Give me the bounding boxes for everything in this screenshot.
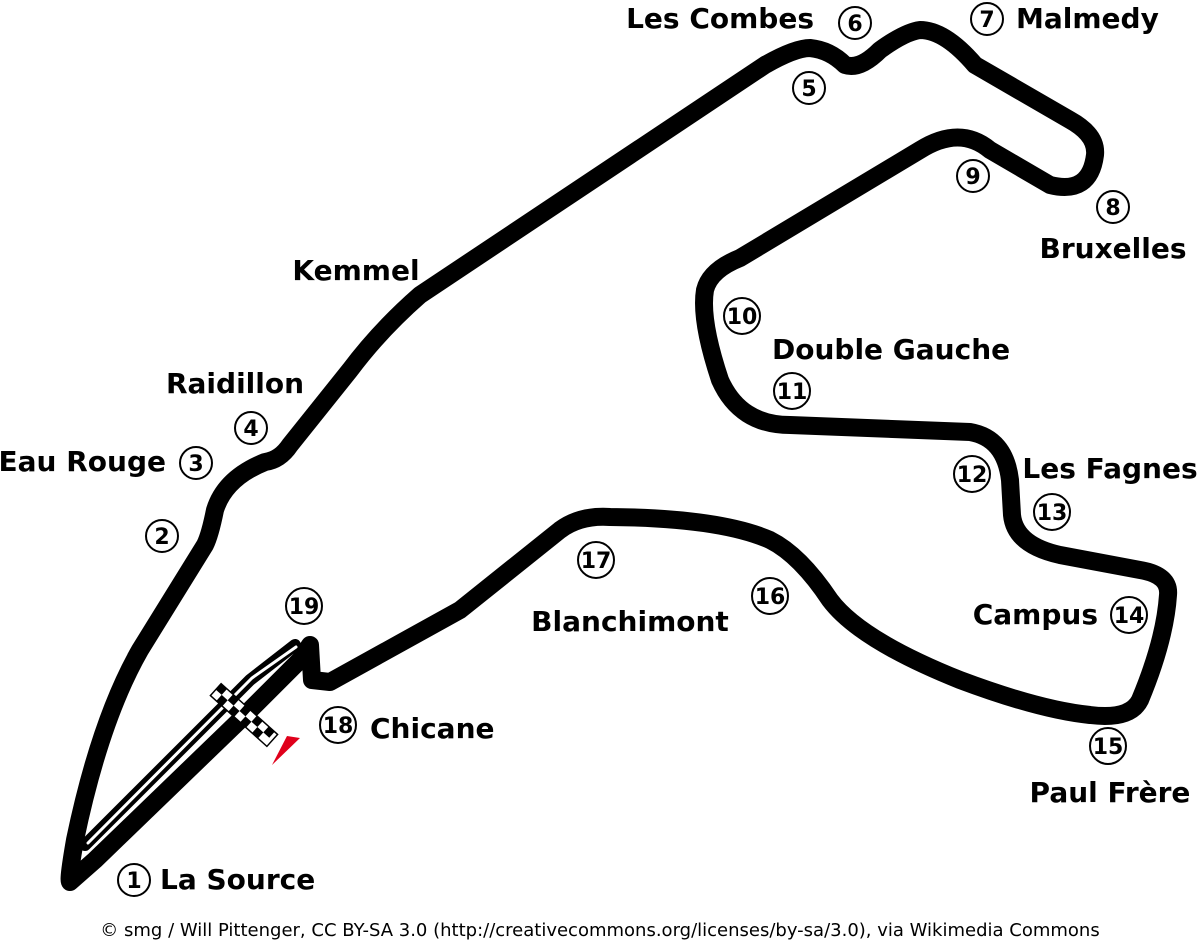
corner-number: 10 [727,305,758,330]
corner-label-les-combes: Les Combes [626,2,814,35]
corner-number: 19 [289,595,320,620]
corner-number: 8 [1105,196,1120,221]
corner-marker-6: 6 [838,6,872,40]
corner-number: 1 [126,869,141,894]
corner-number: 3 [188,452,203,477]
attribution-credit: © smg / Will Pittenger, CC BY-SA 3.0 (ht… [100,920,1099,941]
corner-marker-14: 14 [1110,596,1148,634]
corner-number: 15 [1093,735,1124,760]
corner-number: 9 [965,165,980,190]
corner-label-paul-frere: Paul Frère [1030,776,1191,809]
corner-marker-15: 15 [1089,727,1127,765]
corner-marker-4: 4 [234,411,268,445]
corner-number: 12 [957,463,988,488]
corner-label-campus: Campus [973,598,1098,631]
corner-marker-10: 10 [723,297,761,335]
straight-label-kemmel: Kemmel [292,254,419,287]
corner-label-la-source: La Source [160,863,315,896]
corner-number: 7 [979,8,994,33]
corner-label-bruxelles: Bruxelles [1040,232,1187,265]
corner-label-raidillon: Raidillon [166,367,304,400]
corner-marker-11: 11 [773,372,811,410]
corner-marker-1: 1 [117,863,151,897]
track-outline [60,21,1178,891]
corner-marker-8: 8 [1096,190,1130,224]
corner-marker-17: 17 [577,541,615,579]
start-finish-flag-icon [209,682,279,748]
corner-marker-12: 12 [953,455,991,493]
corner-number: 14 [1114,604,1145,629]
corner-label-malmedy: Malmedy [1016,2,1159,35]
corner-label-les-fagnes: Les Fagnes [1022,452,1197,485]
corner-marker-13: 13 [1033,493,1071,531]
corner-marker-7: 7 [970,2,1004,36]
corner-number: 6 [847,12,862,37]
corner-number: 2 [154,525,169,550]
corner-number: 18 [323,714,354,739]
pit-direction-arrow-icon [272,736,300,765]
corner-label-blanchimont: Blanchimont [531,605,729,638]
corner-label-eau-rouge: Eau Rouge [0,445,166,478]
corner-label-double-gauche: Double Gauche [772,333,1010,366]
corner-marker-16: 16 [751,577,789,615]
corner-marker-19: 19 [285,587,323,625]
corner-number: 16 [755,585,786,610]
corner-number: 13 [1037,501,1068,526]
corner-marker-2: 2 [145,519,179,553]
corner-marker-9: 9 [956,159,990,193]
pit-lane-center [86,645,298,845]
corner-marker-3: 3 [179,446,213,480]
corner-label-chicane: Chicane [370,712,495,745]
corner-number: 17 [581,549,612,574]
corner-marker-5: 5 [792,71,826,105]
corner-marker-18: 18 [319,706,357,744]
corner-number: 5 [801,77,816,102]
corner-number: 11 [777,380,808,405]
corner-number: 4 [243,417,258,442]
